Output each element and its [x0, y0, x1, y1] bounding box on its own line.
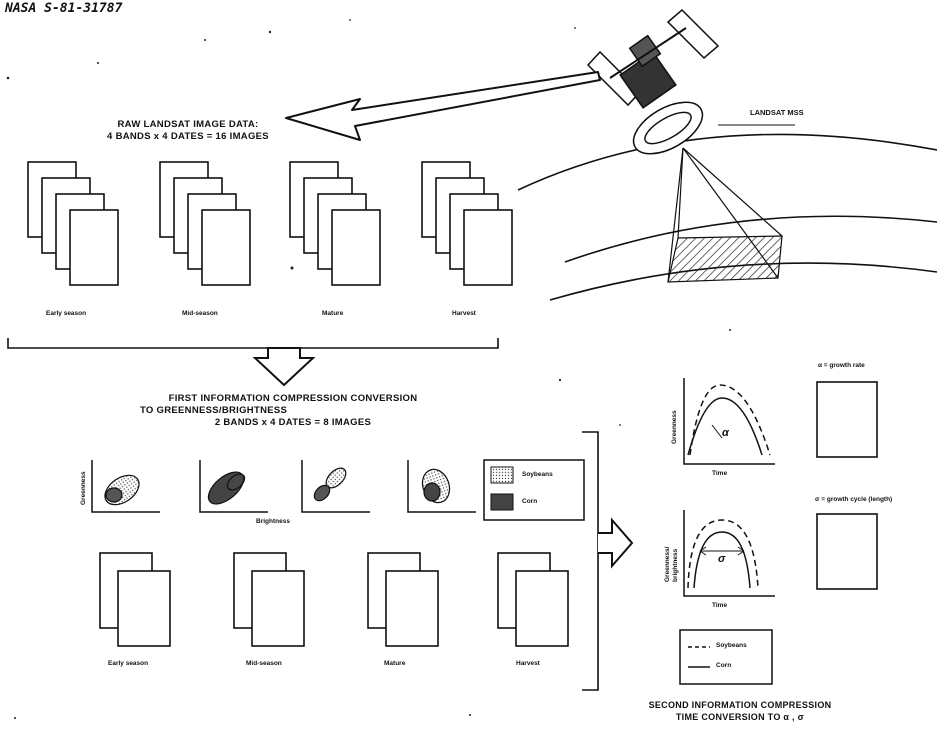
- second-compression-line1: SECOND INFORMATION COMPRESSION: [648, 700, 832, 710]
- gb-pair-mature: [367, 552, 439, 647]
- time-bottom-y-line2: brightness: [672, 548, 679, 582]
- scatter-core-2: [226, 473, 246, 491]
- raw-stack-mid: [159, 161, 251, 286]
- scatter-cluster-1: [104, 474, 140, 506]
- first-compression-title: FIRST INFORMATION COMPRESSION CONVERSION…: [128, 393, 458, 429]
- raw-bracket: [7, 338, 499, 349]
- alpha-output-label: α = growth rate: [818, 362, 865, 369]
- transmit-arrow: [285, 71, 601, 141]
- second-compression-line2: TIME CONVERSION TO α , σ: [675, 712, 805, 722]
- scan-footprint: [667, 147, 783, 283]
- time-top-y-label: Greenness: [671, 410, 678, 444]
- first-compression-line1: FIRST INFORMATION COMPRESSION CONVERSION: [168, 393, 418, 404]
- scatter-cluster-2: [207, 471, 245, 505]
- satellite-label: LANDSAT MSS: [750, 108, 804, 117]
- scatter-core-4: [423, 482, 441, 502]
- gb-date-early: Early season: [108, 660, 149, 667]
- report-id: NASA S-81-31787: [5, 1, 123, 16]
- second-compression-title: SECOND INFORMATION COMPRESSION TIME CONV…: [640, 699, 840, 723]
- scatter-y-label: Greenness: [80, 471, 87, 505]
- scatter-axes-4: [407, 460, 476, 513]
- corn-swatch: [490, 493, 514, 511]
- down-arrow: [252, 347, 316, 387]
- first-bracket: [582, 431, 599, 691]
- time-bottom-y-label: Greenness/ brightness: [664, 547, 680, 582]
- time-legend-box: [679, 629, 773, 685]
- soybeans-swatch: [490, 466, 514, 484]
- sigma-output-label: σ = growth cycle (length): [815, 496, 893, 503]
- legend-soybeans-label: Soybeans: [522, 471, 553, 478]
- raw-date-mid: Mid-season: [182, 310, 218, 317]
- raw-date-harvest: Harvest: [452, 310, 476, 317]
- gb-pair-early: [99, 552, 171, 647]
- time-legend-corn: Corn: [716, 662, 732, 669]
- right-arrow: [598, 517, 634, 569]
- gb-date-harvest: Harvest: [516, 660, 540, 667]
- sigma-arrowheads: [699, 546, 745, 556]
- scatter-axes-2: [199, 460, 268, 513]
- raw-date-mature: Mature: [322, 310, 344, 317]
- raw-stack-harvest: [421, 161, 513, 286]
- alpha-symbol: α: [722, 427, 729, 439]
- time-top-x-label: Time: [712, 470, 728, 477]
- time-plot-top-axes: [683, 378, 775, 465]
- raw-date-early: Early season: [46, 310, 87, 317]
- time-plot-bottom-axes: [683, 510, 775, 597]
- alpha-output-image: [816, 381, 878, 458]
- gb-pair-mid: [233, 552, 305, 647]
- alpha-pointer: [711, 424, 723, 439]
- sigma-output-image: [816, 513, 878, 590]
- scatter-axes-3: [301, 460, 370, 513]
- raw-stack-early: [27, 161, 119, 286]
- satellite-icon: [586, 8, 720, 155]
- sigma-symbol: σ: [718, 553, 726, 565]
- scan-specks: [6, 19, 731, 719]
- raw-data-title-line2: 4 BANDS x 4 DATES = 16 IMAGES: [107, 131, 269, 142]
- gb-date-mid: Mid-season: [246, 660, 282, 667]
- scatter-x-label: Brightness: [256, 518, 290, 525]
- time-plot-bottom-soybeans: [687, 519, 759, 589]
- time-bottom-x-label: Time: [712, 602, 728, 609]
- first-compression-line3: 2 BANDS x 4 DATES = 8 IMAGES: [214, 417, 372, 428]
- scatter-core-1: [105, 487, 123, 503]
- gb-date-mature: Mature: [384, 660, 406, 667]
- raw-data-title: RAW LANDSAT IMAGE DATA: 4 BANDS x 4 DATE…: [88, 119, 288, 143]
- gb-pair-harvest: [497, 552, 569, 647]
- raw-stack-mature: [289, 161, 381, 286]
- time-plot-bottom-corn: [693, 531, 751, 589]
- time-plot-top-corn: [687, 397, 763, 456]
- scatter-axes-1: [91, 460, 160, 513]
- raw-data-title-line1: RAW LANDSAT IMAGE DATA:: [117, 119, 259, 130]
- legend-corn-label: Corn: [522, 498, 538, 505]
- time-bottom-y-line1: Greenness/: [664, 546, 671, 582]
- first-compression-line2: TO GREENNESS/BRIGHTNESS: [140, 405, 288, 416]
- time-plot-top-soybeans: [689, 384, 771, 456]
- scatter-core-3: [313, 484, 331, 502]
- time-legend-soybeans: Soybeans: [716, 642, 747, 649]
